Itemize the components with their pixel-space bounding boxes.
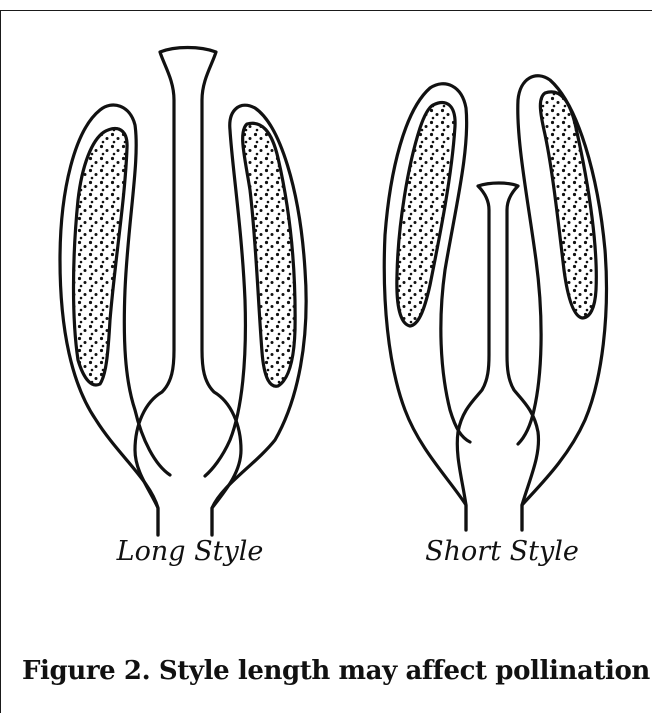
- short-style-flower: [384, 76, 606, 530]
- short-style-label: Short Style: [425, 536, 579, 576]
- long-left-anther: [74, 129, 128, 385]
- short-pistil: [457, 183, 538, 530]
- long-style-label: Long Style: [117, 536, 264, 576]
- figure-caption: Figure 2. Style length may affect pollin…: [22, 656, 650, 686]
- long-pistil: [135, 48, 241, 536]
- short-right-anther: [540, 92, 596, 318]
- short-left-anther: [397, 103, 455, 326]
- long-style-flower: [60, 48, 306, 536]
